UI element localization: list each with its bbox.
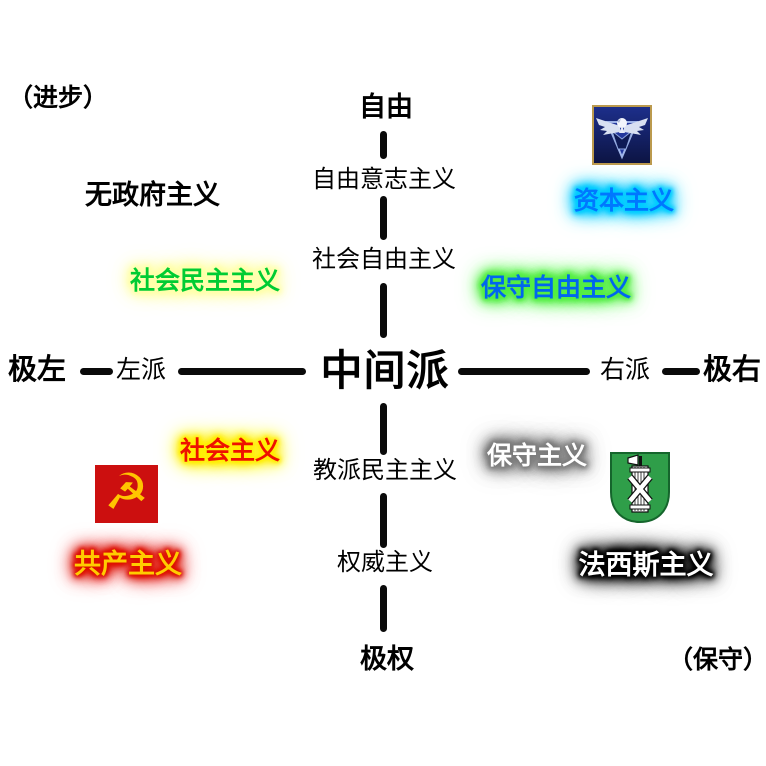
axis-label-left: 左派 [116, 355, 167, 384]
axis-label-social-liberalism: 社会自由主义 [312, 245, 456, 273]
axis-line-socialliberalism-centrism [380, 283, 387, 338]
ideology-label-conservative-liberalism: 保守自由主义 [480, 273, 632, 302]
axis-line-authoritarianism-totalitarianism [380, 585, 387, 632]
axis-label-authoritarianism: 权威主义 [337, 548, 433, 576]
axis-line-right-farright [662, 368, 700, 375]
hammer-sickle-icon: ☭ [95, 465, 158, 523]
axis-label-sectarian-democracy: 教派民主主义 [313, 456, 457, 484]
ideology-label-socialism: 社会主义 [179, 436, 281, 465]
ideology-label-anarchism: 无政府主义 [85, 180, 220, 211]
ideology-label-communism: 共产主义 [74, 549, 182, 580]
axis-label-liberty: 自由 [359, 92, 413, 123]
axis-line-centrism-sectariandemocracy [380, 403, 387, 455]
axis-label-right: 右派 [600, 355, 651, 384]
corner-label-conservative: （保守） [668, 645, 766, 674]
allied-eagle-icon [592, 105, 652, 165]
axis-line-left-center [178, 368, 306, 375]
axis-label-far-right: 极右 [703, 352, 762, 386]
fasces-shield-icon [608, 450, 672, 525]
axis-label-far-left: 极左 [8, 352, 67, 386]
allied-eagle-svg [592, 105, 652, 165]
axis-line-center-right [458, 368, 590, 375]
ideology-label-social-democracy: 社会民主主义 [129, 266, 281, 295]
axis-line-liberty-libertarianism [380, 131, 387, 159]
axis-line-libertarianism-socialliberalism [380, 196, 387, 240]
axis-label-totalitarianism: 极权 [360, 644, 414, 675]
axis-label-centrism: 中间派 [320, 346, 450, 395]
ideology-label-conservatism: 保守主义 [486, 441, 588, 470]
axis-line-sectariandemocracy-authoritarianism [380, 493, 387, 548]
axis-label-libertarianism: 自由意志主义 [312, 165, 456, 193]
axis-line-farleft-left [80, 368, 113, 375]
ideology-label-fascism: 法西斯主义 [578, 550, 714, 581]
ideology-label-capitalism: 资本主义 [573, 186, 675, 215]
hammer-sickle-glyph: ☭ [104, 463, 149, 521]
fasces-shield-svg [610, 452, 670, 524]
corner-label-progress: （进步） [8, 83, 109, 112]
